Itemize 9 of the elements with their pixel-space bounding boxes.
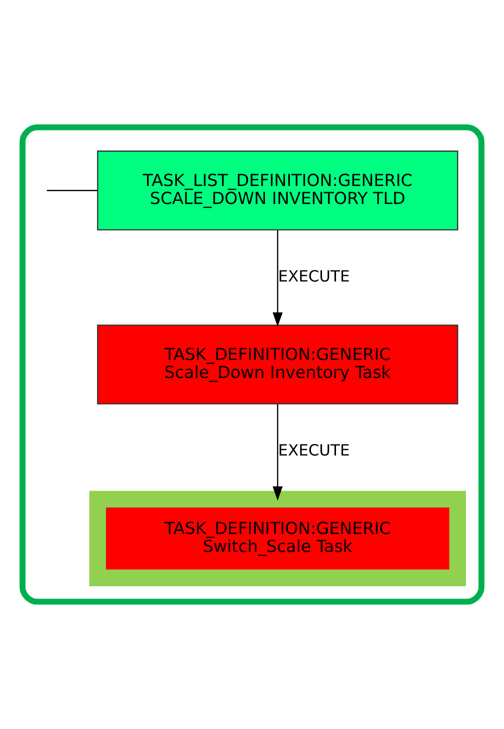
edge-label: EXECUTE <box>278 268 350 286</box>
node-box: TASK_DEFINITION:GENERIC Switch_Scale Task <box>89 490 466 586</box>
node-box: TASK_LIST_DEFINITION:GENERIC SCALE_DOWN INVENTORY TLD <box>97 150 458 230</box>
node-box: TASK_DEFINITION:GENERIC Scale_Down Inventory Task <box>97 324 458 404</box>
arrow <box>272 230 283 327</box>
connector <box>46 190 98 192</box>
arrow <box>272 404 283 501</box>
cluster <box>20 124 484 605</box>
edge-label: EXECUTE <box>278 442 350 460</box>
